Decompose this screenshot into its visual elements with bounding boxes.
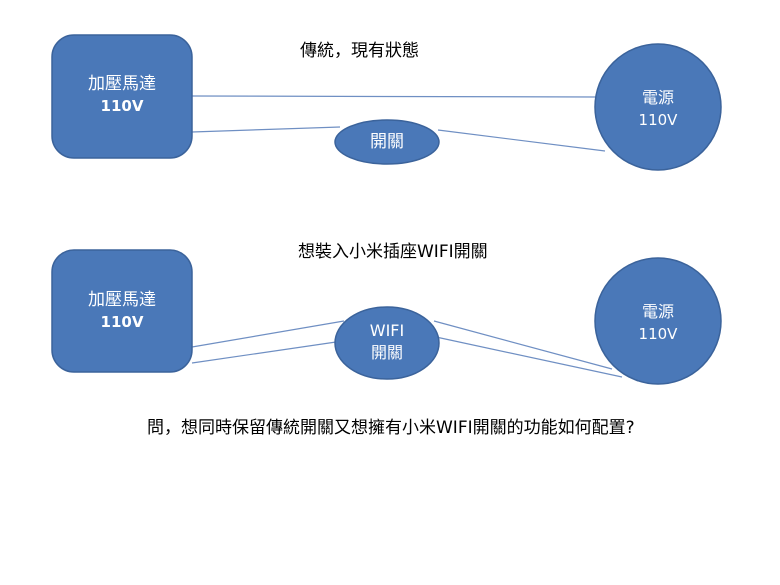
wire-motor-to-switch — [191, 126, 341, 133]
power-voltage: 110V — [638, 325, 678, 343]
motor-label-current: 加壓馬達 110V — [52, 73, 192, 117]
wifi-switch-label-planned: WIFI 開關 — [335, 320, 439, 364]
wire-wifi-switch-to-power-b — [435, 336, 623, 378]
motor-name: 加壓馬達 — [88, 290, 156, 310]
motor-label-planned: 加壓馬達 110V — [52, 289, 192, 333]
motor-box-current — [51, 34, 193, 159]
wire-motor-to-wifi-switch-a — [191, 320, 345, 348]
motor-voltage: 110V — [100, 313, 144, 331]
switch-ellipse-current — [334, 119, 440, 165]
wifi-switch-ellipse-planned — [334, 306, 440, 380]
power-name: 電源 — [641, 302, 674, 321]
planned-state-title: 想裝入小米插座WIFI開關 — [298, 242, 488, 262]
power-circle-planned — [594, 257, 722, 385]
switch-label-current: 開關 — [370, 132, 404, 152]
wifi-switch-line2: 開關 — [370, 343, 403, 362]
motor-name: 加壓馬達 — [88, 74, 156, 94]
motor-voltage: 110V — [100, 97, 144, 115]
power-label-planned: 電源 110V — [595, 301, 721, 345]
motor-box-planned — [51, 249, 193, 373]
question-text: 問，想同時保留傳統開關又想擁有小米WIFI開關的功能如何配置? — [147, 418, 635, 438]
wire-motor-to-wifi-switch-b — [191, 341, 337, 364]
wire-switch-to-power — [437, 129, 606, 152]
current-state-title: 傳統，現有狀態 — [300, 41, 419, 61]
power-voltage: 110V — [638, 111, 678, 129]
wire-wifi-switch-to-power-a — [433, 320, 613, 370]
power-label-current: 電源 110V — [595, 87, 721, 131]
power-circle-current — [594, 43, 722, 171]
wifi-switch-line1: WIFI — [369, 321, 405, 340]
power-name: 電源 — [641, 88, 674, 107]
wire-motor-to-power — [191, 95, 598, 98]
